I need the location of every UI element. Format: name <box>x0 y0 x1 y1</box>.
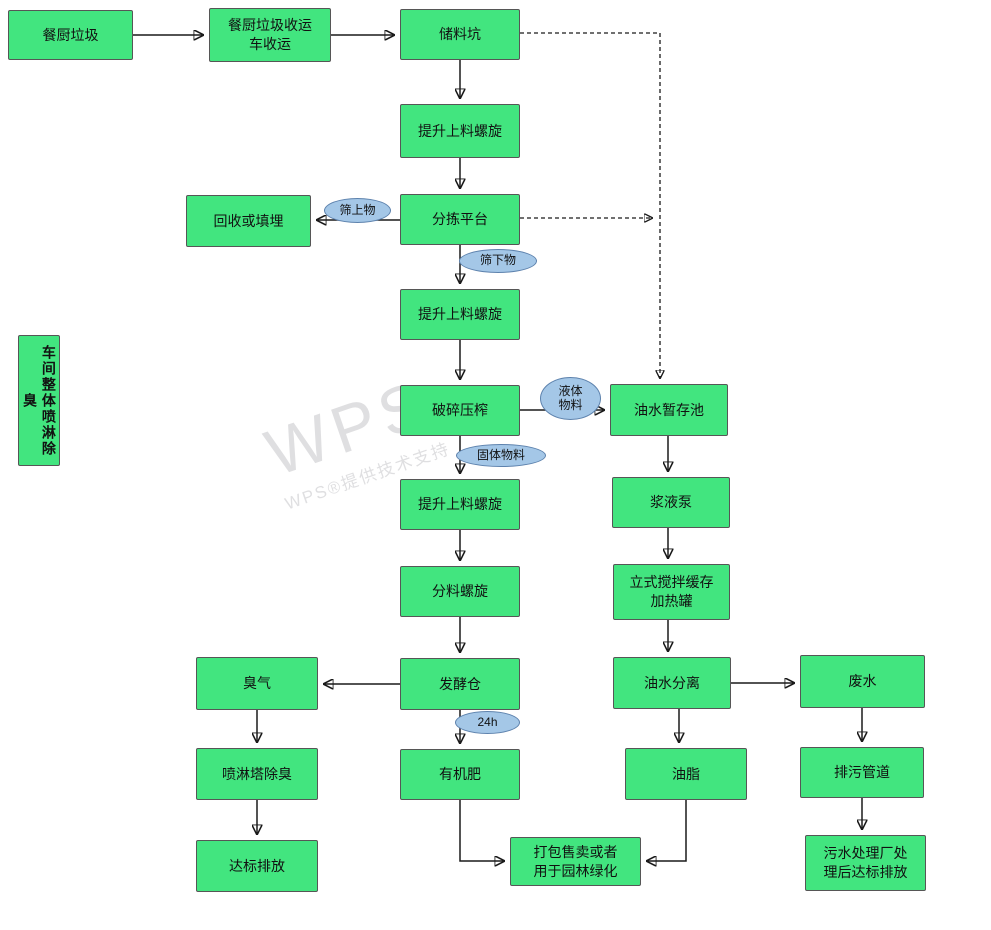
node-recycle-landfill: 回收或填埋 <box>186 195 311 247</box>
connector-sieve-over: 筛上物 <box>324 198 391 223</box>
node-fermentation: 发酵仓 <box>400 658 520 710</box>
node-compliant-discharge: 达标排放 <box>196 840 318 892</box>
node-crush-press: 破碎压榨 <box>400 385 520 436</box>
node-sewage-pipe: 排污管道 <box>800 747 924 798</box>
node-oil-water-separation: 油水分离 <box>613 657 731 709</box>
node-odor: 臭气 <box>196 657 318 710</box>
node-storage-pit: 储料坑 <box>400 9 520 60</box>
node-sorting-platform: 分拣平台 <box>400 194 520 245</box>
node-lift-screw-2: 提升上料螺旋 <box>400 289 520 340</box>
node-grease: 油脂 <box>625 748 747 800</box>
node-packaging-sale: 打包售卖或者 用于园林绿化 <box>510 837 641 886</box>
workshop-deodorization-label: 车间整体喷淋除臭 <box>18 335 60 466</box>
node-kitchen-waste: 餐厨垃圾 <box>8 10 133 60</box>
arrow-grease-to-packaging <box>647 800 687 861</box>
dashed-arrow-storagepit-to-oilwaterpool <box>520 32 660 378</box>
connector-solid-material: 固体物料 <box>456 444 546 467</box>
connector-duration-24h: 24h <box>455 711 520 734</box>
node-collection-truck: 餐厨垃圾收运 车收运 <box>209 8 331 62</box>
node-mixing-tank: 立式搅拌缓存 加热罐 <box>613 564 730 620</box>
node-sewage-plant: 污水处理厂处 理后达标排放 <box>805 835 926 891</box>
node-wastewater: 废水 <box>800 655 925 708</box>
connector-sieve-under: 筛下物 <box>459 249 537 273</box>
node-organic-fertilizer: 有机肥 <box>400 749 520 800</box>
node-slurry-pump: 浆液泵 <box>612 477 730 528</box>
node-split-screw: 分料螺旋 <box>400 566 520 617</box>
node-lift-screw-1: 提升上料螺旋 <box>400 104 520 158</box>
arrow-organicfertilizer-to-packaging <box>459 800 504 861</box>
node-spray-tower: 喷淋塔除臭 <box>196 748 318 800</box>
node-lift-screw-3: 提升上料螺旋 <box>400 479 520 530</box>
connector-liquid-material: 液体 物料 <box>540 377 601 420</box>
node-oil-water-pool: 油水暂存池 <box>610 384 728 436</box>
